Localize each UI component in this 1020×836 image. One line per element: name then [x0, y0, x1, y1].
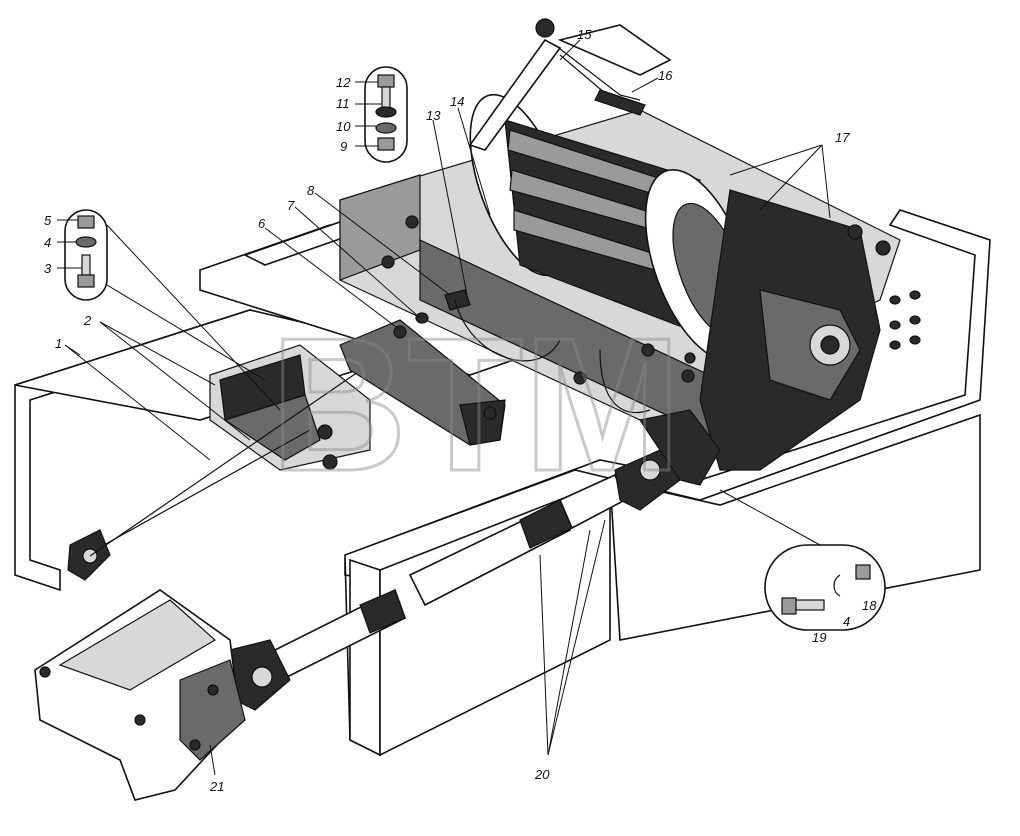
callout-4-inset: 4: [843, 614, 850, 629]
callout-12: 12: [336, 75, 351, 90]
callout-9: 9: [340, 139, 347, 154]
callout-18: 18: [862, 598, 877, 613]
callout-10: 10: [336, 119, 351, 134]
callout-15: 15: [577, 27, 592, 42]
callout-17: 17: [835, 130, 850, 145]
callout-11: 11: [336, 96, 350, 111]
callout-6: 6: [258, 216, 266, 231]
callout-1: 1: [55, 336, 62, 351]
callout-16: 16: [658, 68, 673, 83]
callout-2: 2: [83, 313, 92, 328]
inset-bolt-set-9-12: [364, 66, 408, 163]
rail-bolt-holes: [889, 290, 921, 350]
power-take-off: [34, 589, 246, 801]
tension-rod: [67, 349, 391, 581]
propeller-shaft: [229, 409, 721, 711]
leader-lines: [57, 39, 831, 776]
winch-drum: [469, 93, 756, 362]
callout-4: 4: [44, 235, 51, 250]
cable-bracket: [209, 344, 371, 471]
callout-20: 20: [534, 767, 550, 782]
callout-8: 8: [307, 183, 315, 198]
hoses: [454, 299, 651, 414]
center-bracket: [339, 289, 506, 446]
callout-21: 21: [209, 779, 224, 794]
callout-7: 7: [287, 198, 295, 213]
callout-19: 19: [812, 630, 826, 645]
inset-bolt-set-3-5: [64, 209, 108, 301]
callout-labels: 1 2 3 4 5 6 7 8 9 10 11 12 13 14 15 16 1…: [44, 27, 877, 794]
inset-bolt-set-18-19: [764, 544, 886, 631]
winch-gearbox: [699, 189, 891, 471]
brake-lever: [468, 18, 646, 151]
callout-13: 13: [426, 108, 441, 123]
callout-14: 14: [450, 94, 464, 109]
watermark: BTM: [270, 299, 682, 511]
callout-5: 5: [44, 213, 52, 228]
callout-3: 3: [44, 261, 52, 276]
